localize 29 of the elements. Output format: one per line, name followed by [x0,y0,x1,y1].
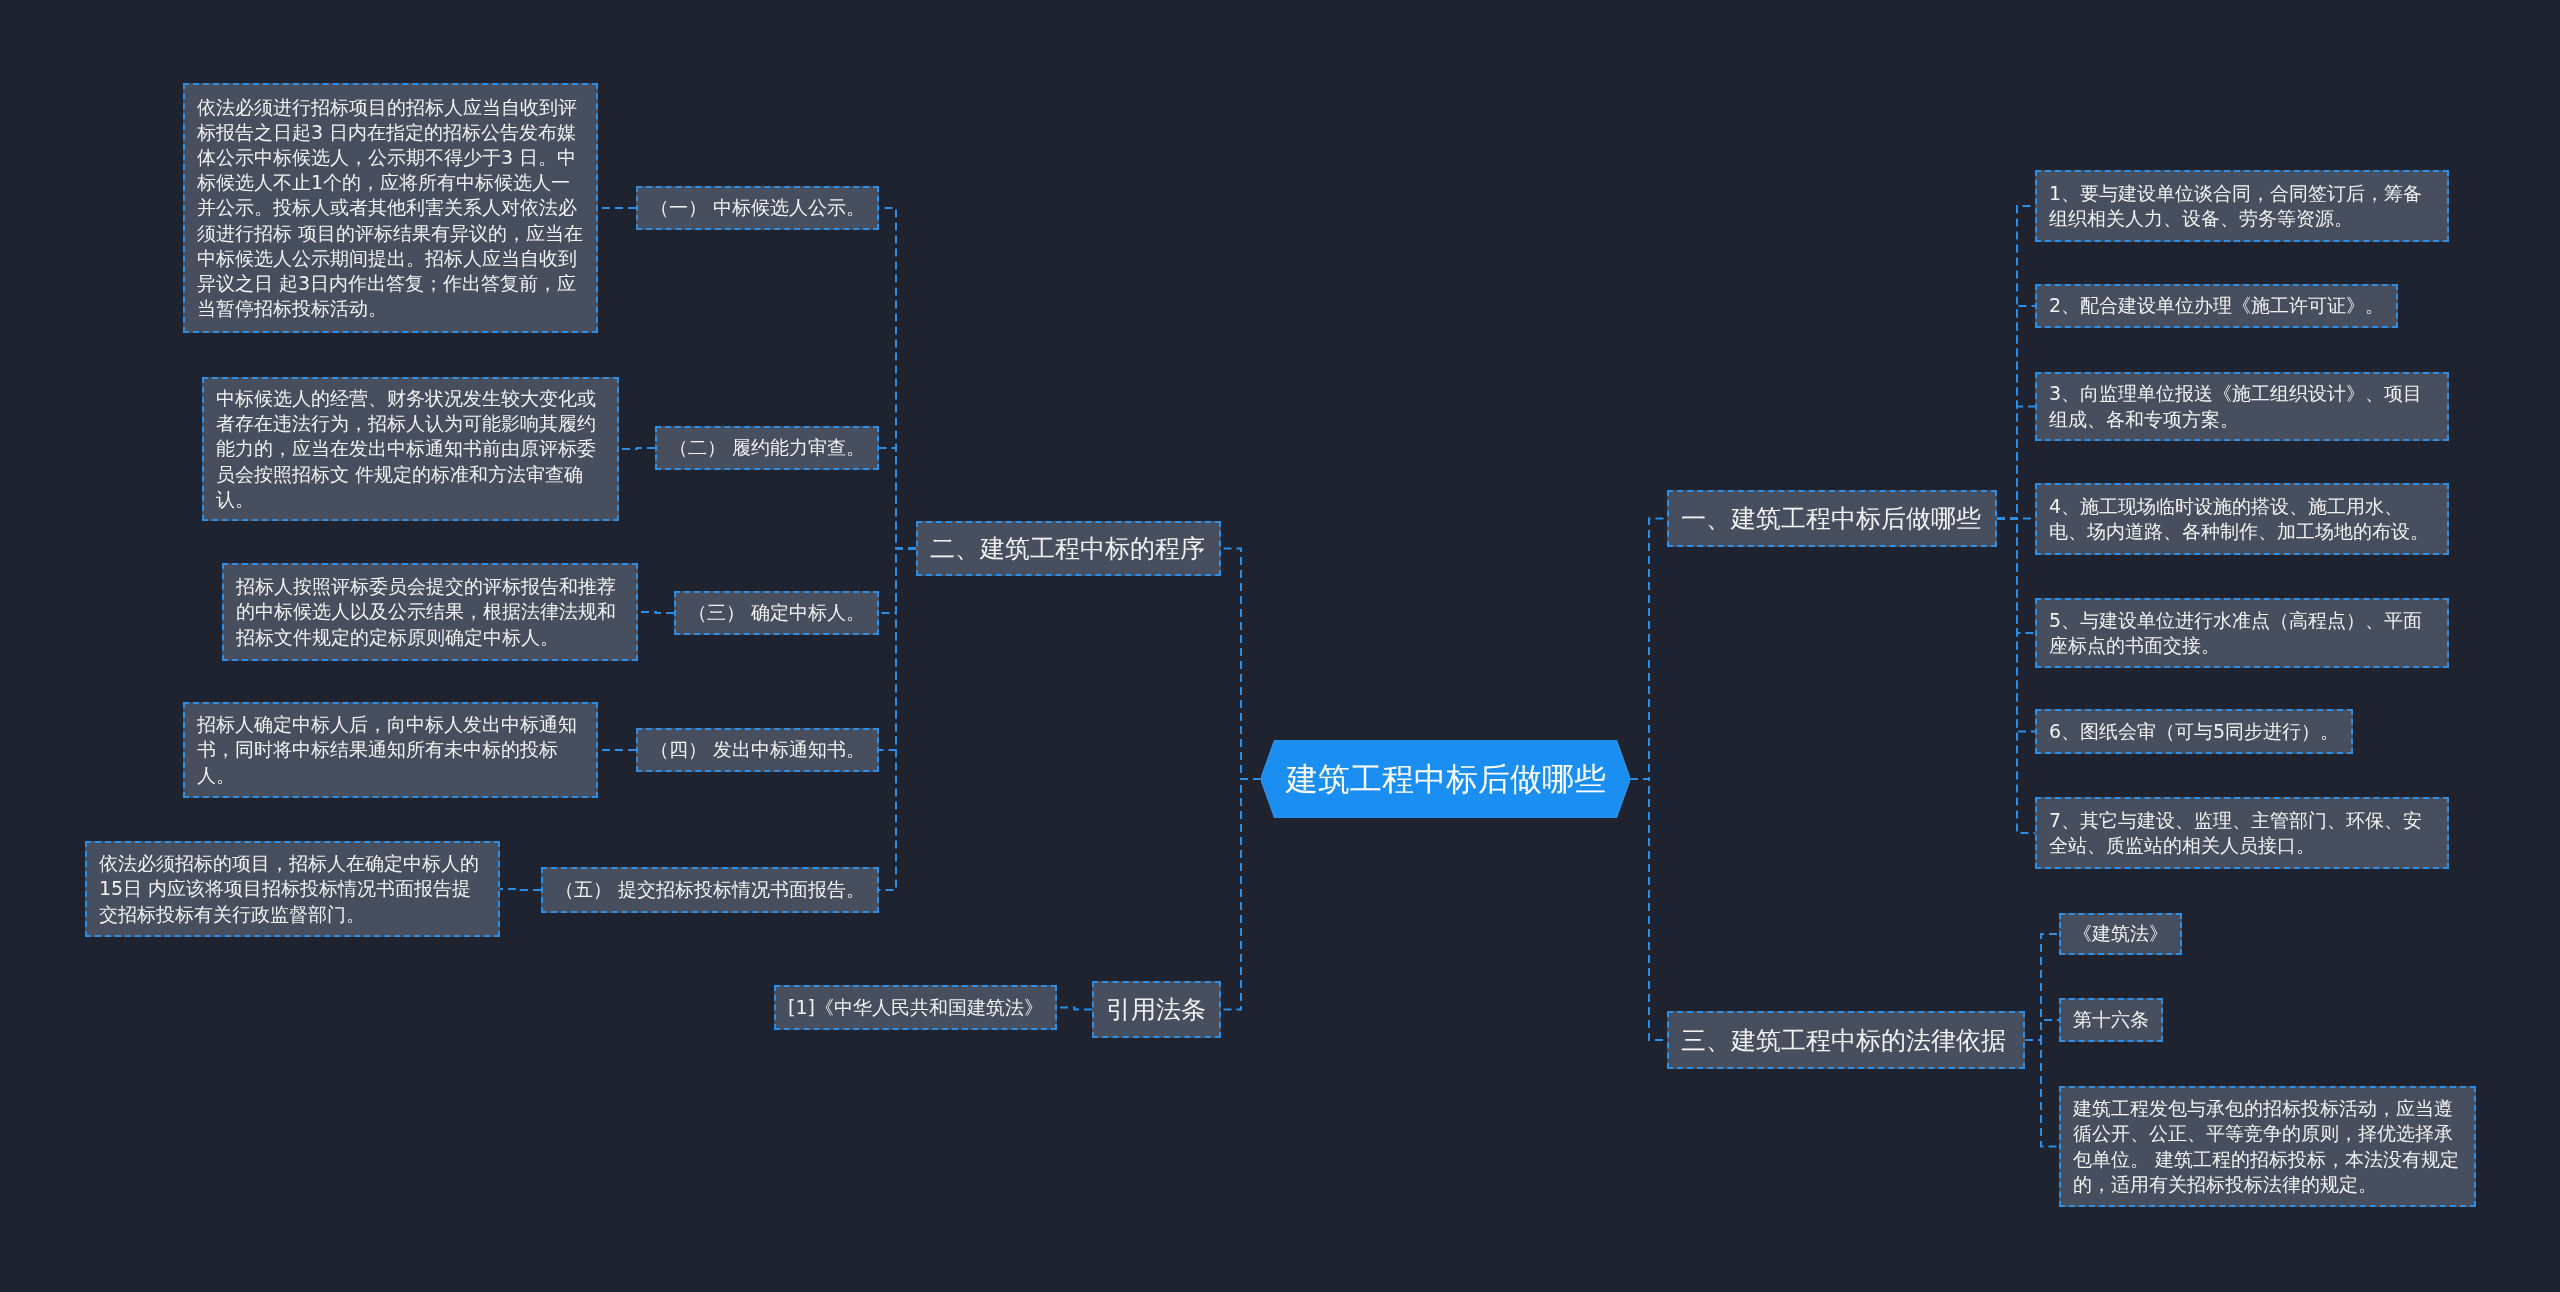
detail-box: 中标候选人的经营、财务状况发生较大变化或者存在违法行为，招标人认为可能影响其履约能力的，应当在发出中标通知书前由原评标委员会按照招标文 件规定的标准和方法审查确认。 [202,377,619,521]
topic-box: （一） 中标候选人公示。 [636,186,880,230]
topic-box: （五） 提交招标投标情况书面报告。 [541,867,880,913]
topic-box: 2、配合建设单位办理《施工许可证》。 [2035,284,2399,328]
topic-box: （二） 履约能力审查。 [655,426,880,470]
topic-box: （三） 确定中标人。 [674,591,880,635]
detail-box: 招标人确定中标人后，向中标人发出中标通知书，同时将中标结果通知所有未中标的投标人。 [183,702,598,798]
branch-box: 一、建筑工程中标后做哪些 [1667,490,1997,547]
detail-box: 依法必须进行招标项目的招标人应当自收到评标报告之日起3 日内在指定的招标公告发布媒体公示中标候选人，公示期不得少于3 日。中标候选人不止1个的，应将所有中标候选人一并公示。投标人或者其他利害关系人对依法必须进行招标 项目的评标结果有异议的，应当在中标候选人公示期间提出。招标人应当自收到异议之日 起3日内作出答复；作出答复前，应当暂停招标投标活动。 [183,83,598,333]
connector-line [2024,1039,2060,1148]
detail-box: 3、向监理单位报送《施工组织设计》、项目组成、各和专项方案。 [2035,372,2449,441]
branch-box: 二、建筑工程中标的程序 [916,521,1221,576]
detail-box: 1、要与建设单位谈合同，合同签订后，筹备组织相关人力、设备、劳务等资源。 [2035,170,2449,242]
root-node: 建筑工程中标后做哪些 [1261,740,1630,818]
detail-box: 招标人按照评标委员会提交的评标报告和推荐的中标候选人以及公示结果，根据法律法规和招标文件规定的定标原则确定中标人。 [222,563,638,661]
topic-box: 第十六条 [2059,998,2163,1042]
branch-box: 三、建筑工程中标的法律依据 [1667,1011,2025,1069]
detail-box: 7、其它与建设、监理、主管部门、环保、安全站、质监站的相关人员接口。 [2035,797,2449,869]
detail-box: 4、施工现场临时设施的搭设、施工用水、电、场内道路、各种制作、加工场地的布设。 [2035,483,2449,555]
topic-box: 《建筑法》 [2059,913,2182,955]
topic-box: （四） 发出中标通知书。 [636,728,880,772]
detail-box: 5、与建设单位进行水准点（高程点）、平面座标点的书面交接。 [2035,598,2449,668]
branch-box: 引用法条 [1092,981,1221,1038]
connector-line [1996,517,2036,834]
topic-box: 6、图纸会审（可与5同步进行）。 [2035,709,2354,754]
topic-box: [1]《中华人民共和国建筑法》 [774,985,1057,1030]
detail-box: 依法必须招标的项目，招标人在确定中标人的15日 内应该将项目招标投标情况书面报告提交招标投标有关行政监督部门。 [85,841,500,937]
detail-box: 建筑工程发包与承包的招标投标活动，应当遵循公开、公正、平等竞争的原则，择优选择承包单位。 建筑工程的招标投标，本法没有规定的，适用有关招标投标法律的规定。 [2059,1086,2476,1207]
connector-line [499,888,542,891]
